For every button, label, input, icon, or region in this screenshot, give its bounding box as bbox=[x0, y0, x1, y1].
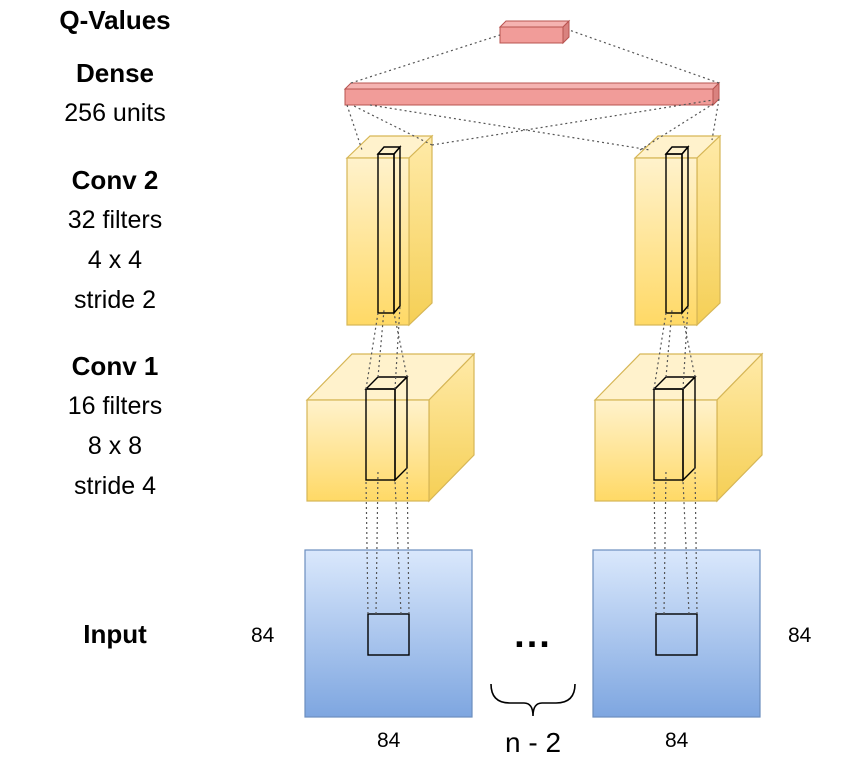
dense-title: Dense bbox=[75, 58, 155, 88]
dense-box bbox=[343, 81, 721, 107]
dense-label: Dense 256 units bbox=[35, 53, 195, 133]
conv2-block-right bbox=[633, 134, 722, 327]
stack-ellipsis: ... bbox=[514, 614, 552, 656]
input-square-left bbox=[304, 549, 473, 718]
conv1-to-conv2-connections bbox=[365, 305, 696, 390]
conv1-kernel: 8 x 8 bbox=[87, 432, 143, 460]
conv2-title: Conv 2 bbox=[71, 165, 159, 195]
stack-brace bbox=[490, 683, 576, 717]
conv2-to-dense-connections bbox=[346, 98, 720, 151]
qvalues-box bbox=[498, 19, 571, 45]
conv1-title: Conv 1 bbox=[71, 351, 159, 381]
stack-count: n - 2 bbox=[504, 727, 562, 758]
conv2-block-left bbox=[345, 134, 434, 327]
conv2-filters: 32 filters bbox=[67, 206, 163, 234]
input-right-height: 84 bbox=[788, 624, 812, 647]
input-label: Input bbox=[35, 614, 195, 655]
qvalues-label: Q-Values bbox=[35, 0, 195, 41]
conv2-kernel: 4 x 4 bbox=[87, 246, 143, 274]
input-title: Input bbox=[83, 619, 147, 649]
dense-units: 256 units bbox=[64, 99, 166, 127]
conv1-stride: stride 4 bbox=[74, 472, 156, 500]
conv1-block-left bbox=[305, 352, 476, 503]
input-square-right bbox=[592, 549, 761, 718]
dense-to-qvalues-connections bbox=[350, 29, 720, 84]
input-left-height: 84 bbox=[251, 624, 275, 647]
conv1-filters: 16 filters bbox=[67, 392, 163, 420]
input-left-width: 84 bbox=[377, 729, 401, 752]
conv1-block-right bbox=[593, 352, 764, 503]
conv2-stride: stride 2 bbox=[74, 286, 156, 314]
conv1-label: Conv 1 16 filters 8 x 8 stride 4 bbox=[35, 346, 195, 506]
conv2-label: Conv 2 32 filters 4 x 4 stride 2 bbox=[35, 160, 195, 320]
input-to-conv1-connections bbox=[365, 467, 698, 615]
input-right-width: 84 bbox=[665, 729, 689, 752]
qvalues-title: Q-Values bbox=[59, 5, 171, 35]
